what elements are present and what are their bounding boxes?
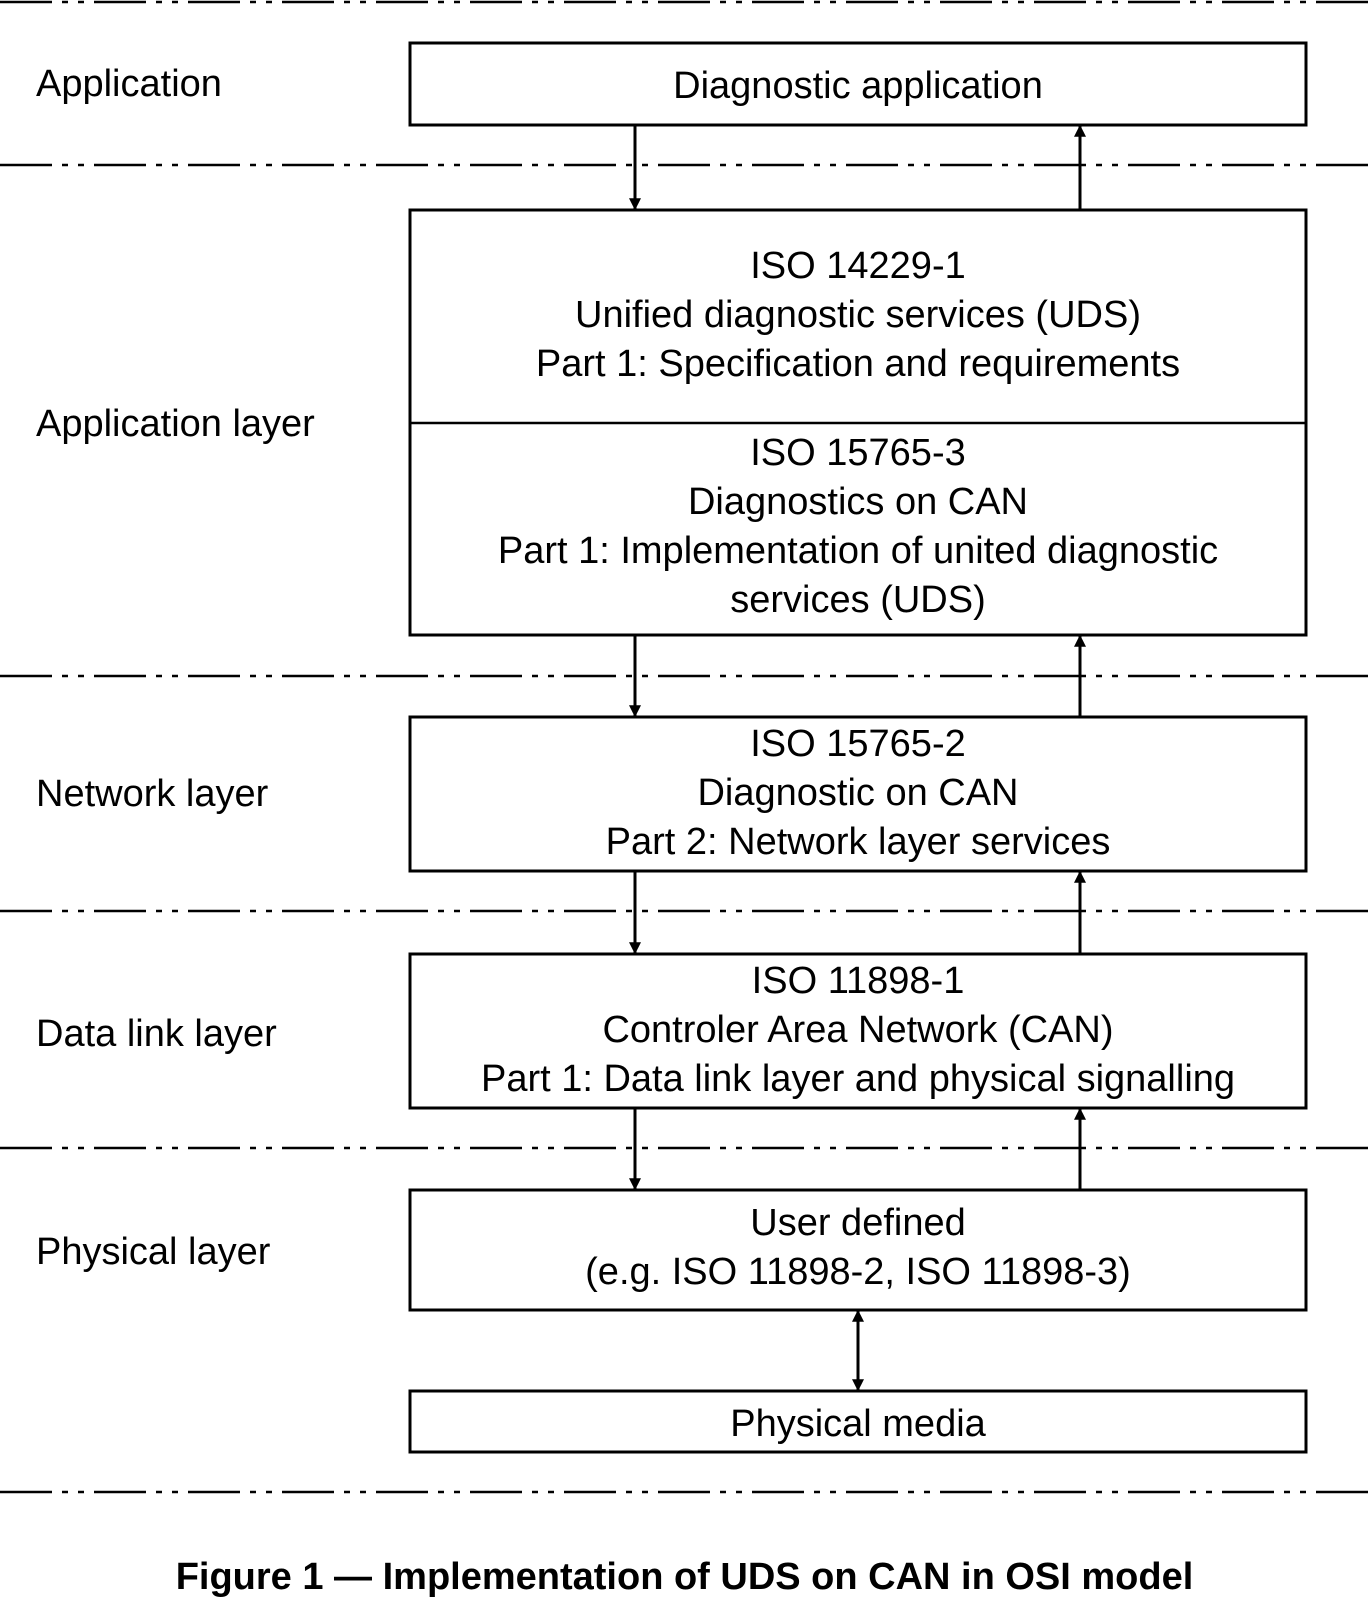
iso11898-1-name: Controler Area Network (CAN): [602, 1009, 1113, 1051]
iso15765-2-name: Diagnostic on CAN: [697, 772, 1018, 814]
iso15765-2-title: ISO 15765-2: [750, 723, 965, 765]
user-defined-examples: (e.g. ISO 11898-2, ISO 11898-3): [585, 1251, 1131, 1293]
layer-label-data-link-layer: Data link layer: [36, 1013, 277, 1055]
iso14229-title: ISO 14229-1: [750, 245, 965, 287]
layer-label-network-layer: Network layer: [36, 773, 269, 815]
iso15765-3-part: Part 1: Implementation of united diagnos…: [498, 530, 1218, 572]
layer-label-application: Application: [36, 63, 222, 105]
physical-media-box: [408, 1389, 1308, 1454]
iso15765-3-part-cont: services (UDS): [730, 579, 985, 621]
iso15765-3-title: ISO 15765-3: [750, 432, 965, 474]
network-layer-box: [408, 715, 1308, 873]
layer-label-application-layer: Application layer: [36, 403, 315, 445]
diagnostic-application-box: [408, 41, 1308, 127]
physical-media-label: Physical media: [730, 1403, 986, 1445]
iso11898-1-title: ISO 11898-1: [752, 960, 965, 1002]
iso14229-name: Unified diagnostic services (UDS): [575, 294, 1141, 336]
physical-layer-box: [408, 1188, 1308, 1312]
diagnostic-application-label: Diagnostic application: [673, 65, 1043, 107]
iso14229-part: Part 1: Specification and requirements: [536, 343, 1180, 385]
iso11898-1-part: Part 1: Data link layer and physical sig…: [481, 1058, 1235, 1100]
figure-caption: Figure 1 — Implementation of UDS on CAN …: [175, 1556, 1194, 1598]
iso15765-3-name: Diagnostics on CAN: [688, 481, 1028, 523]
user-defined-title: User defined: [750, 1202, 965, 1244]
data-link-layer-box: [408, 952, 1308, 1110]
layer-label-physical-layer: Physical layer: [36, 1231, 271, 1273]
iso15765-2-part: Part 2: Network layer services: [606, 821, 1111, 863]
